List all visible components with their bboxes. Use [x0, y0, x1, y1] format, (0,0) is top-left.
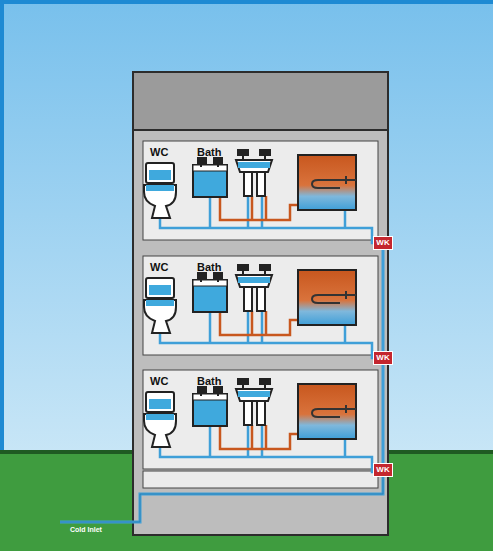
cold-inlet-pipe — [60, 477, 383, 522]
roof — [133, 72, 388, 130]
bath-taps — [198, 387, 222, 396]
floor — [143, 256, 383, 358]
hot-pipe — [220, 196, 300, 220]
cistern — [146, 392, 174, 412]
bath-taps — [198, 158, 222, 167]
basement — [143, 471, 378, 488]
pedestal — [257, 172, 265, 196]
immersion-heater — [312, 291, 356, 303]
hot-water-cylinder — [298, 155, 356, 210]
fixture-label: WC — [150, 261, 168, 273]
toilet-bowl — [144, 300, 176, 333]
immersion-heater — [312, 405, 356, 417]
hot-water-cylinder — [298, 270, 356, 325]
immersion-heater — [312, 176, 356, 188]
floors — [143, 141, 383, 472]
fixture-label: Bath — [197, 146, 221, 158]
fixture-label: WC — [150, 375, 168, 387]
toilet-bowl — [144, 414, 176, 447]
basin — [236, 389, 272, 401]
hot-pipe — [220, 425, 300, 449]
room — [143, 141, 378, 240]
cistern-water — [149, 285, 171, 295]
pedestal — [257, 401, 265, 425]
meter-label: WK — [376, 466, 389, 474]
toilet-water — [146, 300, 174, 306]
bath — [193, 280, 227, 312]
meter-box: WK — [373, 351, 393, 365]
cistern — [146, 278, 174, 298]
fixture-label: WC — [150, 146, 168, 158]
toilet-bowl — [144, 185, 176, 218]
floor — [143, 141, 383, 243]
cold-inlet-pipe-edge — [60, 477, 383, 522]
bath-rim — [193, 280, 227, 286]
pedestal — [244, 287, 252, 311]
pedestal — [244, 172, 252, 196]
basin — [236, 160, 272, 172]
basin-taps — [238, 265, 270, 275]
room — [143, 256, 378, 355]
basin-water — [238, 277, 270, 283]
bath-rim — [193, 394, 227, 400]
meter-label: WK — [376, 239, 389, 247]
pedestal — [244, 401, 252, 425]
basin — [236, 275, 272, 287]
hot-pipe — [220, 311, 300, 335]
bath-rim — [193, 165, 227, 171]
floor — [143, 370, 383, 472]
meter-label: WK — [376, 354, 389, 362]
cistern-water — [149, 170, 171, 180]
cistern-water — [149, 399, 171, 409]
cistern — [146, 163, 174, 183]
frame-top — [0, 0, 493, 4]
fixture-label: Bath — [197, 261, 221, 273]
riser-pipe — [382, 365, 385, 463]
fixture-label: Bath — [197, 375, 221, 387]
room — [143, 370, 378, 469]
bath — [193, 165, 227, 197]
riser-pipe — [382, 250, 385, 351]
basin-taps — [238, 379, 270, 389]
bath — [193, 394, 227, 426]
hot-water-cylinder — [298, 384, 356, 439]
building — [133, 72, 388, 535]
basin-water — [238, 391, 270, 397]
meter-box: WK — [373, 463, 393, 477]
basin-taps — [238, 150, 270, 160]
toilet-water — [146, 185, 174, 191]
basin-water — [238, 162, 270, 168]
bath-taps — [198, 273, 222, 282]
meter-box: WK — [373, 236, 393, 250]
toilet-water — [146, 414, 174, 420]
pedestal — [257, 287, 265, 311]
inlet-label: Cold Inlet — [70, 526, 102, 533]
